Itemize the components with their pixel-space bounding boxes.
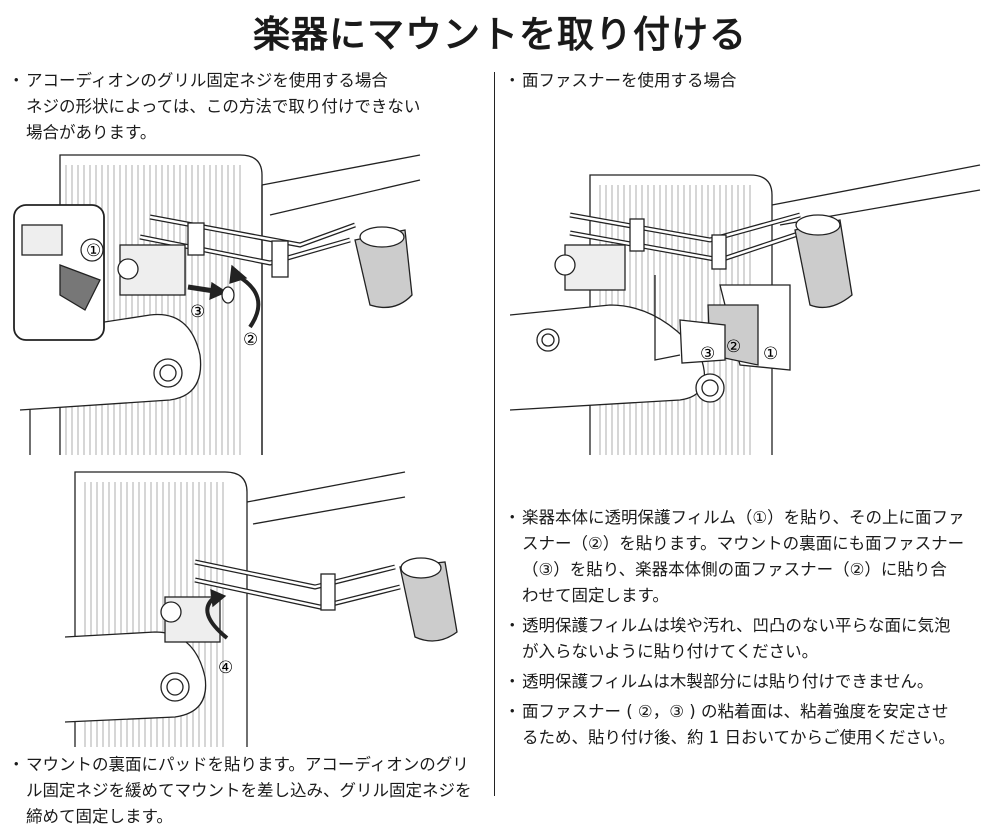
note-item: ・ 面ファスナー ( ②，③ ) の粘着面は、粘着強度を安定させ るため、貼り付… <box>502 699 964 751</box>
callout-2: ② <box>726 337 741 357</box>
notes-fastener-instructions: ・ 楽器本体に透明保護フィルム（①）を貼り、その上に面ファ スナー（②）を貼りま… <box>502 505 964 751</box>
note-hook-loop: ・ 面ファスナーを使用する場合 <box>502 68 737 94</box>
note-line: 面ファスナー ( ②，③ ) の粘着面は、粘着強度を安定させ <box>522 702 949 721</box>
note-line: 透明保護フィルムは木製部分には貼り付けできません。 <box>522 672 934 691</box>
note-line: 楽器本体に透明保護フィルム（①）を貼り、その上に面ファ <box>522 508 965 527</box>
bullet: ・ <box>504 71 521 90</box>
figure-tighten-screw: ④ <box>65 471 458 747</box>
figure-grill-screw-mount: ① ② ③ <box>13 154 421 455</box>
note-line: （③）を貼り、楽器本体側の面ファスナー（②）に貼り合 <box>522 560 947 579</box>
callout-1: ① <box>763 344 778 364</box>
note-line: アコーディオンのグリル固定ネジを使用する場合 <box>26 71 388 90</box>
note-line: 場合があります。 <box>26 123 157 142</box>
figure-hook-loop-mount: ③ ② ① <box>510 164 981 455</box>
column-divider <box>494 72 495 796</box>
note-line: るため、貼り付け後、約 1 日おいてからご使用ください。 <box>522 728 955 747</box>
note-line: 面ファスナーを使用する場合 <box>522 71 737 90</box>
callout-circle <box>80 238 104 262</box>
note-pad-attach: ・ マウントの裏面にパッドを貼ります。アコーディオンのグリ ル固定ネジを緩めてマ… <box>6 752 472 830</box>
note-grill-screw: ・ アコーディオンのグリル固定ネジを使用する場合 ネジの形状によっては、この方法… <box>6 68 420 146</box>
note-item: ・ 透明保護フィルムは埃や汚れ、凹凸のない平らな面に気泡 が入らないように貼り付… <box>502 613 964 665</box>
page-title: 楽器にマウントを取り付ける <box>253 13 747 56</box>
note-line: マウントの裏面にパッドを貼ります。アコーディオンのグリ <box>26 755 469 774</box>
note-line: わせて固定します。 <box>522 586 669 605</box>
note-line: ル固定ネジを緩めてマウントを差し込み、グリル固定ネジを <box>26 781 472 800</box>
bullet: ・ <box>504 702 521 721</box>
note-item: ・ 楽器本体に透明保護フィルム（①）を貼り、その上に面ファ スナー（②）を貼りま… <box>502 505 964 609</box>
callout-3: ③ <box>700 344 715 364</box>
bullet: ・ <box>504 672 521 691</box>
note-line: ネジの形状によっては、この方法で取り付けできない <box>26 97 421 116</box>
callout-3: ③ <box>190 302 205 322</box>
note-line: が入らないように貼り付けてください。 <box>522 642 819 661</box>
callout-4: ④ <box>218 658 233 678</box>
bullet: ・ <box>504 616 521 635</box>
callout-2: ② <box>243 330 258 350</box>
bullet: ・ <box>8 755 25 774</box>
note-line: 透明保護フィルムは埃や汚れ、凹凸のない平らな面に気泡 <box>522 616 951 635</box>
note-line: 締めて固定します。 <box>26 807 173 826</box>
note-item: ・ 透明保護フィルムは木製部分には貼り付けできません。 <box>502 669 964 695</box>
callout-1: ① <box>86 241 101 261</box>
bullet: ・ <box>504 508 521 527</box>
bullet: ・ <box>8 71 25 90</box>
note-line: スナー（②）を貼ります。マウントの裏面にも面ファスナー <box>522 534 965 553</box>
